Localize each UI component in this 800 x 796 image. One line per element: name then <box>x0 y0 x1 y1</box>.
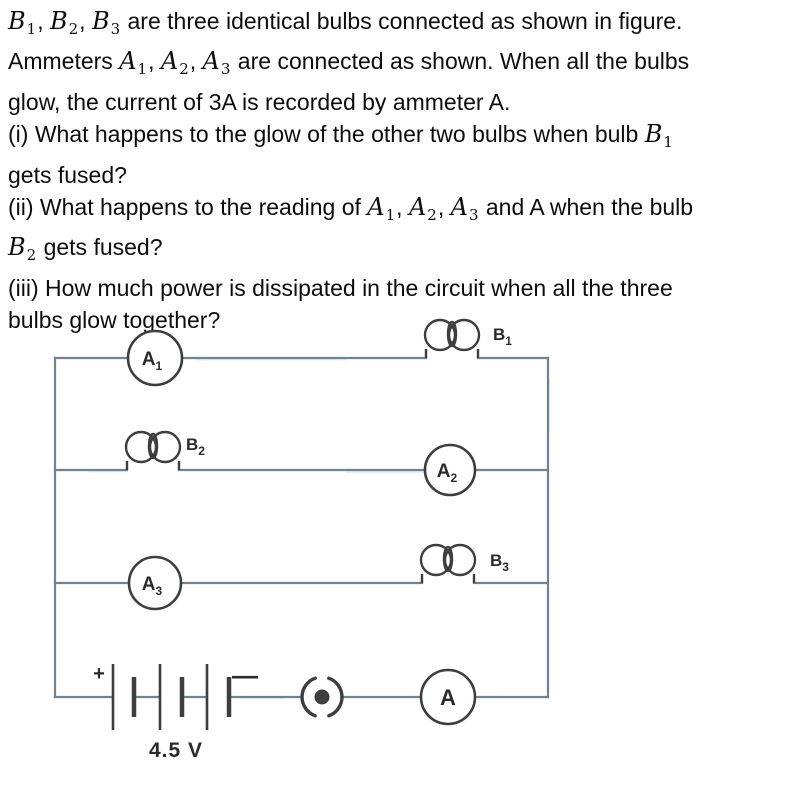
bulb-b2-filament <box>147 432 159 460</box>
ammeter-a-label: A <box>440 685 456 710</box>
battery-plus-sign: + <box>93 663 105 685</box>
problem-line: B1, B2, B3 are three identical bulbs con… <box>8 7 683 38</box>
bulb-b2-label: B2 <box>186 435 205 458</box>
bulb-b3-filament <box>442 545 454 573</box>
problem-line: bulbs glow together? <box>8 307 221 334</box>
bulb-b1-feet <box>424 349 480 358</box>
bulb-b2-feet <box>125 461 181 470</box>
bulb-b3-feet <box>420 574 476 583</box>
bulb-b1-filament <box>446 320 458 348</box>
bulb-b3: B3 <box>419 543 509 583</box>
battery-cells <box>111 664 232 730</box>
battery: + — 4.5 V <box>93 660 258 762</box>
problem-line: (i) What happens to the glow of the othe… <box>8 120 673 152</box>
problem-line: glow, the current of 3A is recorded by a… <box>8 88 511 115</box>
scan-highlights <box>88 357 550 699</box>
ammeter-a1: A1 <box>126 329 184 387</box>
bulb-b1: B1 <box>423 318 512 358</box>
plug-key <box>300 676 344 718</box>
ammeter-a2: A2 <box>423 443 477 497</box>
problem-line: (ii) What happens to the reading of A1, … <box>8 193 694 225</box>
problem-line: B2 gets fused? <box>8 233 163 265</box>
ammeter-a: A <box>419 668 477 726</box>
ammeter-a-circle <box>419 668 477 726</box>
problem-line: Ammeters A1, A2, A3 are connected as sho… <box>8 47 690 79</box>
plug-key-right-arc <box>327 676 344 718</box>
problem-line: gets fused? <box>8 161 127 188</box>
bulb-b3-label: B3 <box>490 551 509 574</box>
bulb-b2: B2 <box>124 430 205 470</box>
bulb-b1-label: B1 <box>493 325 512 348</box>
plug-key-left-arc <box>300 676 317 718</box>
ammeter-a3-circle <box>127 555 183 611</box>
circuit-wires <box>53 356 550 699</box>
ammeter-a2-circle <box>423 443 477 497</box>
battery-minus-sign: — <box>232 660 258 690</box>
battery-voltage-label: 4.5 V <box>149 739 203 762</box>
ammeter-a3: A3 <box>127 555 183 611</box>
plug-key-dot <box>314 689 330 705</box>
problem-line: (iii) How much power is dissipated in th… <box>8 274 673 301</box>
problem-text: B1, B2, B3 are three identical bulbs con… <box>8 5 800 337</box>
ammeter-a1-circle <box>126 329 184 387</box>
